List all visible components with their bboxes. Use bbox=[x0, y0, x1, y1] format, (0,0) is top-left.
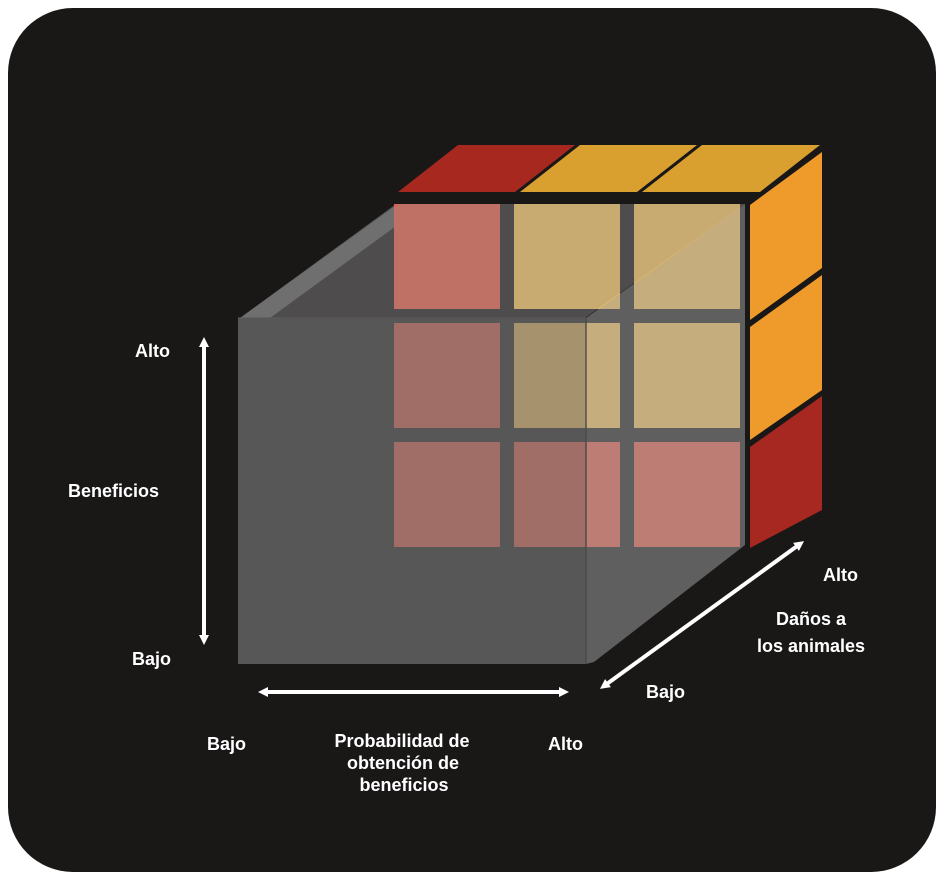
depth-axis-low-label: Bajo bbox=[646, 682, 685, 702]
vertical-axis-low-label: Bajo bbox=[132, 649, 171, 669]
side-cell-1 bbox=[750, 152, 822, 320]
depth-axis-title-line-1: Daños a bbox=[776, 609, 847, 629]
depth-axis: Alto Daños a los animales Bajo bbox=[599, 541, 865, 702]
vertical-axis: Alto Beneficios Bajo bbox=[68, 337, 209, 669]
vertical-axis-high-label: Alto bbox=[135, 341, 170, 361]
top-cell-3 bbox=[642, 145, 820, 192]
top-cell-2 bbox=[520, 145, 697, 192]
cube-top-face bbox=[398, 145, 820, 192]
depth-axis-arrow bbox=[599, 541, 805, 689]
front-cell-r1-c2 bbox=[514, 204, 620, 309]
translucent-cube-top bbox=[240, 204, 745, 318]
vertical-axis-title: Beneficios bbox=[68, 481, 159, 501]
side-cell-2 bbox=[750, 275, 822, 440]
cube-side-face bbox=[750, 152, 822, 548]
horizontal-axis-title-line-3: beneficios bbox=[359, 775, 448, 795]
horizontal-axis-title-line-1: Probabilidad de bbox=[334, 731, 469, 751]
horizontal-axis: Bajo Probabilidad de obtención de benefi… bbox=[207, 687, 583, 795]
horizontal-axis-title-line-2: obtención de bbox=[347, 753, 459, 773]
cube-top-gray-edge bbox=[240, 204, 396, 318]
translucent-cube bbox=[238, 204, 745, 664]
translucent-cube-front bbox=[238, 318, 586, 664]
horizontal-axis-high-label: Alto bbox=[548, 734, 583, 754]
depth-axis-high-label: Alto bbox=[823, 565, 858, 585]
side-cell-3 bbox=[750, 396, 822, 548]
horizontal-axis-low-label: Bajo bbox=[207, 734, 246, 754]
depth-axis-title-line-2: los animales bbox=[757, 636, 865, 656]
top-cell-1 bbox=[398, 145, 575, 192]
front-cell-r1-c1 bbox=[394, 204, 500, 309]
